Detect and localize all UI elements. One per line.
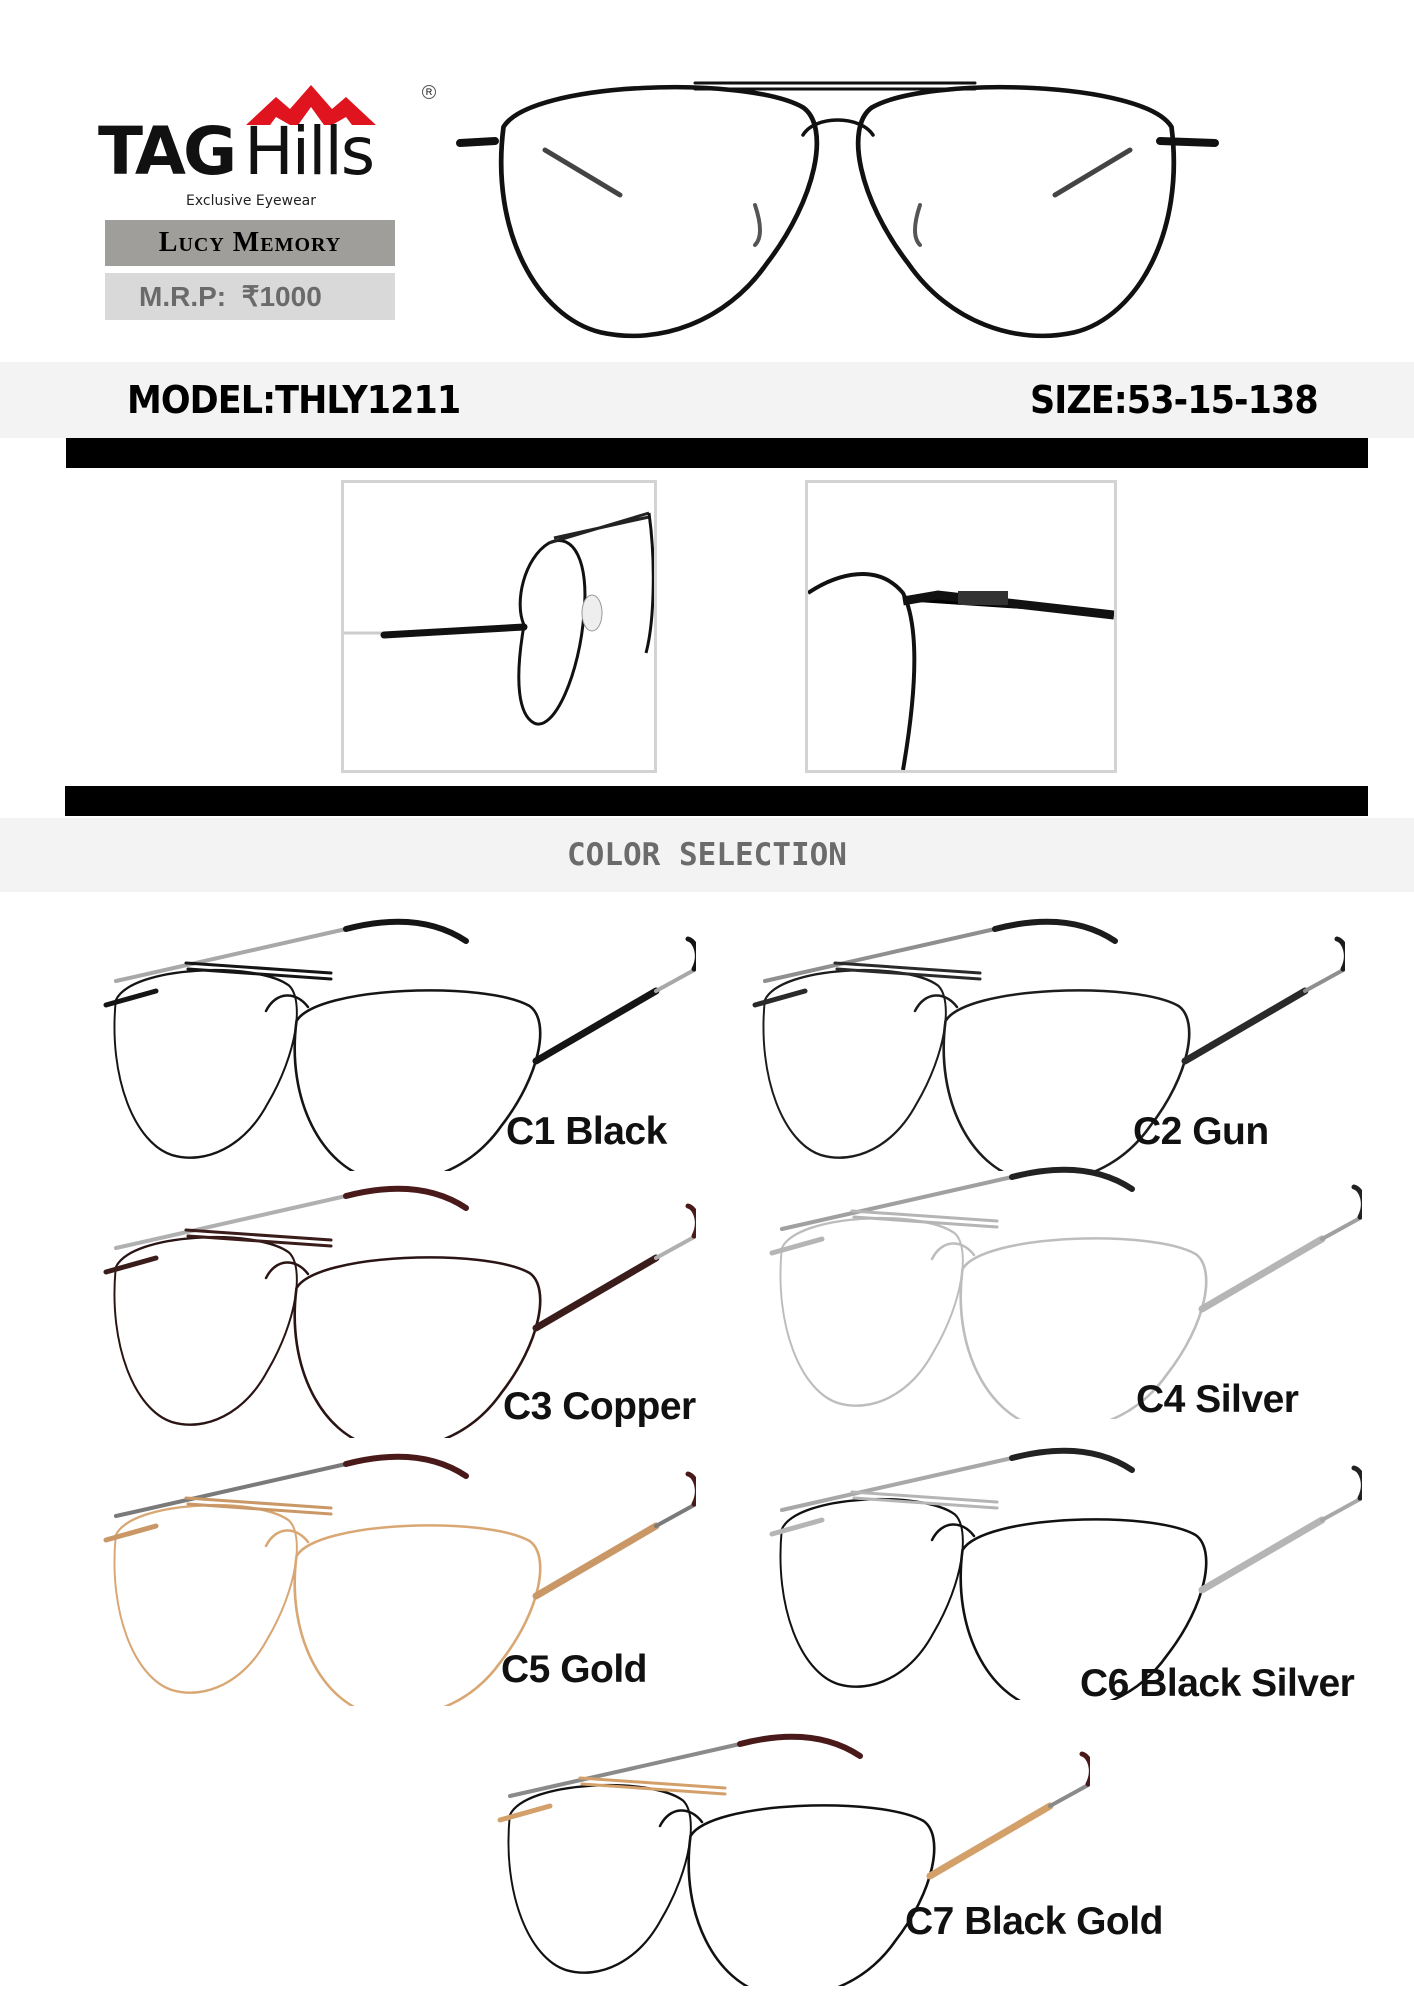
frame-size: SIZE:53-15-138 [1030, 378, 1319, 422]
color-variant-label: C4 Silver [1136, 1378, 1299, 1421]
spec-band: MODEL:THLY1211 SIZE:53-15-138 [0, 362, 1414, 438]
color-variant-label: C7 Black Gold [905, 1900, 1163, 1943]
glasses-image [769, 1166, 1362, 1419]
brand-tag: TAG [98, 113, 237, 190]
glasses-image [497, 1733, 1090, 1986]
product-name: Lucy Memory [105, 220, 395, 266]
glasses-image [103, 1185, 696, 1438]
glasses-image [103, 918, 696, 1171]
glasses-image [103, 1453, 696, 1706]
product-price: M.R.P: ₹1000 [105, 273, 395, 320]
glasses-image [769, 1447, 1362, 1700]
color-variant-label: C2 Gun [1133, 1110, 1269, 1153]
divider-bar [65, 786, 1368, 816]
hinge-detail-image [805, 480, 1117, 773]
color-variant-label: C5 Gold [501, 1648, 648, 1691]
color-selection-header: COLOR SELECTION [0, 818, 1414, 892]
brand-tagline: Exclusive Eyewear [186, 193, 317, 209]
divider-bar [66, 438, 1368, 468]
side-view-image [341, 480, 657, 773]
registered-mark: R [422, 85, 436, 99]
brand-hills: Hills [244, 113, 375, 190]
color-selection-title: COLOR SELECTION [567, 837, 847, 873]
main-product-image [456, 81, 1219, 339]
model-number: MODEL:THLY1211 [127, 378, 461, 422]
glasses-image [752, 918, 1345, 1171]
color-variant-label: C6 Black Silver [1080, 1662, 1355, 1705]
roof-icon [246, 85, 376, 125]
color-variant-label: C1 Black [506, 1110, 667, 1153]
color-variant-label: C3 Copper [503, 1385, 696, 1428]
